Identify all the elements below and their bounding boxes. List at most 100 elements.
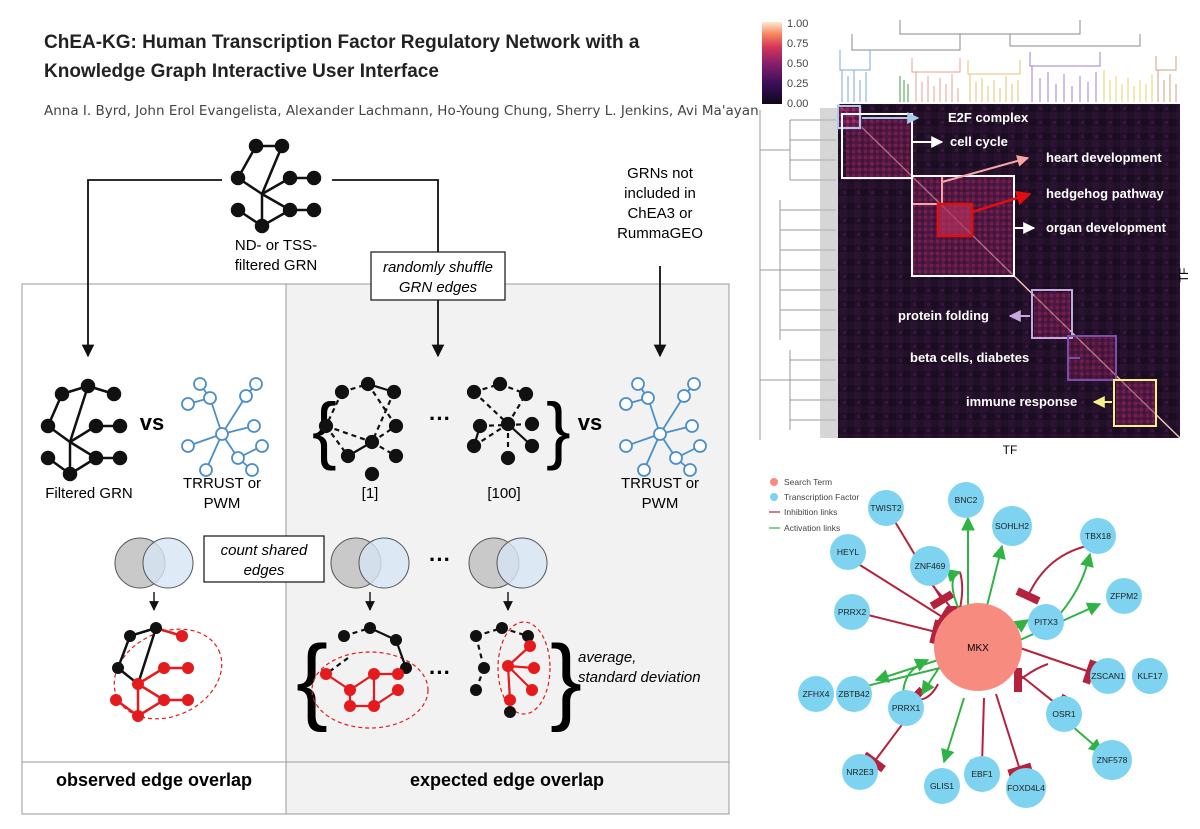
node-ebf1[interactable] bbox=[964, 756, 1000, 792]
node-twist2[interactable] bbox=[868, 490, 904, 526]
node-pitx3[interactable] bbox=[1028, 604, 1064, 640]
colorbar-tick-075: 0.75 bbox=[787, 38, 808, 50]
cluster-e2f: E2F complex bbox=[948, 110, 1029, 125]
vs-label-1: vs bbox=[140, 410, 164, 435]
shuffle-label-2: GRN edges bbox=[399, 279, 478, 296]
node-glis1[interactable] bbox=[924, 768, 960, 804]
node-bnc2-label: BNC2 bbox=[955, 495, 978, 505]
node-zbtb42-label: ZBTB42 bbox=[838, 689, 869, 699]
vs-label-2: vs bbox=[578, 410, 602, 435]
not-included-4: RummaGEO bbox=[617, 225, 703, 242]
node-znf469[interactable] bbox=[910, 546, 950, 586]
legend-inhibition: Inhibition links bbox=[784, 507, 837, 517]
venn-expected-1 bbox=[330, 537, 410, 589]
grn-caption-1: ND- or TSS- bbox=[235, 237, 317, 254]
node-zfhx4-label: ZFHX4 bbox=[803, 689, 830, 699]
node-znf578-label: ZNF578 bbox=[1097, 755, 1128, 765]
heatmap-panel: 1.00 0.75 0.50 0.25 0.00 bbox=[759, 18, 1191, 457]
network-panel: Search Term Transcription Factor Inhibit… bbox=[769, 477, 1168, 808]
colorbar bbox=[762, 22, 782, 104]
node-sohlh2[interactable] bbox=[992, 506, 1032, 546]
node-heyl-label: HEYL bbox=[837, 547, 859, 557]
node-bnc2[interactable] bbox=[948, 482, 984, 518]
node-search-term[interactable] bbox=[934, 603, 1022, 691]
expected-overlap-network-100 bbox=[470, 621, 551, 718]
node-prrx1[interactable] bbox=[888, 690, 924, 726]
legend-tf: Transcription Factor bbox=[784, 492, 859, 502]
node-klf17[interactable] bbox=[1132, 658, 1168, 694]
ellipsis-1: ··· bbox=[429, 406, 451, 431]
top-dendrogram bbox=[839, 20, 1177, 102]
node-znf469-label: ZNF469 bbox=[915, 561, 946, 571]
trrust-label-2a: TRRUST or bbox=[621, 475, 699, 492]
filtered-grn-network bbox=[40, 378, 128, 482]
trrust-network-right bbox=[619, 377, 707, 477]
rep-100-label: [100] bbox=[487, 485, 520, 502]
node-prrx2-label: PRRX2 bbox=[838, 607, 867, 617]
shuffled-grn-1 bbox=[318, 376, 404, 482]
node-sohlh2-label: SOHLH2 bbox=[995, 521, 1029, 531]
node-search-term-label: MKX bbox=[967, 643, 989, 654]
cluster-organ-development: organ development bbox=[1046, 220, 1167, 235]
colorbar-tick-025: 0.25 bbox=[787, 78, 808, 90]
colorbar-tick-100: 1.00 bbox=[787, 18, 808, 30]
trrust-network-left bbox=[181, 377, 269, 477]
brace-close-1: } bbox=[546, 388, 571, 471]
shuffle-label-1: randomly shuffle bbox=[383, 259, 493, 276]
colorbar-tick-000: 0.00 bbox=[787, 98, 808, 110]
grn-caption-2: filtered GRN bbox=[235, 257, 318, 274]
count-shared-2: edges bbox=[244, 562, 285, 579]
top-grn-network bbox=[230, 138, 322, 234]
left-dendrogram bbox=[759, 110, 836, 440]
node-osr1[interactable] bbox=[1046, 696, 1082, 732]
network-legend: Search Term Transcription Factor Inhibit… bbox=[769, 477, 859, 533]
observed-overlap-network bbox=[110, 622, 223, 722]
node-tbx18-label: TBX18 bbox=[1085, 531, 1111, 541]
brace-open-2: { bbox=[296, 626, 328, 733]
paper-authors: Anna I. Byrd, John Erol Evangelista, Ale… bbox=[44, 103, 759, 119]
average-label-1: average, bbox=[578, 649, 636, 666]
cluster-beta-cells: beta cells, diabetes bbox=[910, 350, 1029, 365]
node-osr1-label: OSR1 bbox=[1052, 709, 1075, 719]
not-included-2: included in bbox=[624, 185, 696, 202]
filtered-grn-label: Filtered GRN bbox=[45, 485, 133, 502]
heatmap-y-label: TF bbox=[1177, 268, 1191, 283]
node-prrx2[interactable] bbox=[834, 594, 870, 630]
node-tbx18[interactable] bbox=[1080, 518, 1116, 554]
node-zscan1[interactable] bbox=[1090, 658, 1126, 694]
cluster-immune: immune response bbox=[966, 394, 1077, 409]
node-heyl[interactable] bbox=[830, 534, 866, 570]
node-nr2e3[interactable] bbox=[842, 754, 878, 790]
cluster-hedgehog: hedgehog pathway bbox=[1046, 186, 1165, 201]
node-glis1-label: GLIS1 bbox=[930, 781, 954, 791]
cluster-protein-folding: protein folding bbox=[898, 308, 989, 323]
not-included-3: ChEA3 or bbox=[627, 205, 692, 222]
average-label-2: standard deviation bbox=[578, 669, 701, 686]
node-zfpm2[interactable] bbox=[1106, 578, 1142, 614]
node-zbtb42[interactable] bbox=[836, 676, 872, 712]
ellipsis-3: ··· bbox=[429, 660, 451, 685]
cluster-cell-cycle: cell cycle bbox=[950, 134, 1008, 149]
count-shared-1: count shared bbox=[221, 542, 308, 559]
node-zfpm2-label: ZFPM2 bbox=[1110, 591, 1138, 601]
trrust-label-1a: TRRUST or bbox=[183, 475, 261, 492]
legend-activation: Activation links bbox=[784, 523, 840, 533]
colorbar-tick-050: 0.50 bbox=[787, 58, 808, 70]
node-prrx1-label: PRRX1 bbox=[892, 703, 921, 713]
node-foxd4l4[interactable] bbox=[1006, 768, 1046, 808]
not-included-1: GRNs not bbox=[627, 165, 694, 182]
shuffled-grn-100 bbox=[466, 376, 540, 466]
brace-close-2: } bbox=[550, 626, 582, 733]
legend-search-term: Search Term bbox=[784, 477, 832, 487]
node-ebf1-label: EBF1 bbox=[971, 769, 993, 779]
trrust-label-1b: PWM bbox=[204, 495, 241, 512]
node-znf578[interactable] bbox=[1092, 740, 1132, 780]
node-nr2e3-label: NR2E3 bbox=[846, 767, 874, 777]
node-zfhx4[interactable] bbox=[798, 676, 834, 712]
paper-title: ChEA-KG: Human Transcription Factor Regu… bbox=[44, 32, 640, 82]
expected-edge-overlap: expected edge overlap bbox=[410, 770, 604, 790]
ellipsis-2: ··· bbox=[429, 547, 451, 572]
cluster-heart-development: heart development bbox=[1046, 150, 1162, 165]
venn-observed bbox=[114, 537, 194, 589]
